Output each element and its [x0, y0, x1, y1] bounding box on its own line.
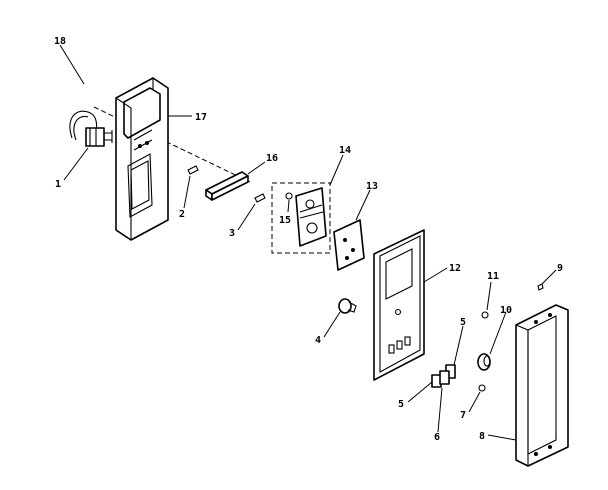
part-17-housing-frame: [115, 77, 169, 241]
callout-label: 16: [266, 153, 278, 164]
callout-label: 12: [449, 263, 461, 274]
part-16-bracket: [205, 171, 249, 201]
callout-label: 5: [460, 317, 466, 328]
part-2-screw: [187, 165, 199, 175]
callout-label: 18: [54, 36, 66, 47]
leader-lines: [59, 44, 557, 441]
callout-label: 11: [487, 271, 499, 282]
callout-label: 17: [195, 112, 207, 123]
part-14-switch-assembly: [271, 182, 331, 254]
part-12-front-panel: [373, 229, 425, 381]
part-3-screw: [254, 193, 266, 203]
callout-label: 6: [434, 432, 440, 443]
callout-label: 8: [479, 431, 485, 442]
callout-label: 5: [398, 399, 404, 410]
part-4-knob: [338, 298, 357, 314]
part-13-plate: [333, 219, 365, 271]
callout-label: 9: [557, 263, 563, 274]
callout-label: 7: [460, 410, 466, 421]
part-8-bezel-frame: [515, 304, 569, 467]
callout-label: 14: [339, 145, 351, 156]
part-9-screw: [537, 283, 544, 291]
part-10-dial: [477, 353, 491, 371]
callout-label: 2: [179, 209, 185, 220]
part-11-screw: [481, 311, 489, 319]
part-7-screw: [478, 384, 486, 392]
callout-label: 3: [229, 228, 235, 239]
callout-label: 10: [500, 305, 512, 316]
part-6-button-cap: [431, 370, 450, 388]
callout-label: 4: [315, 335, 321, 346]
callout-label: 15: [279, 215, 291, 226]
callout-label: 13: [366, 181, 378, 192]
part-1-control-thermostat: [69, 110, 113, 147]
part-15-fastener: [285, 192, 293, 200]
callout-label: 1: [55, 179, 61, 190]
